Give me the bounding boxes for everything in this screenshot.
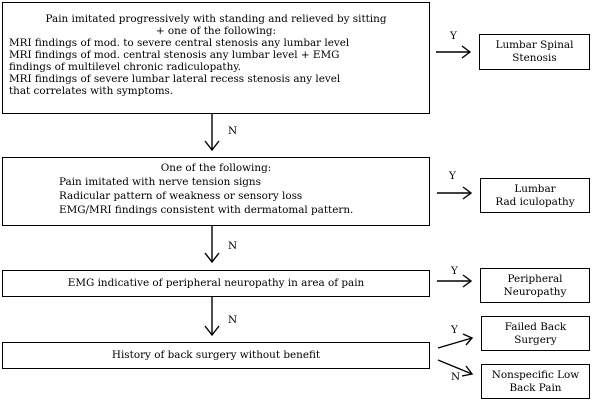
no-label-2: N xyxy=(228,240,238,252)
result2-line-2: Rad iculopathy xyxy=(495,195,575,208)
result5-line-2: Back Pain xyxy=(509,381,562,394)
step2-line-2: Pain imitated with nerve tension signs xyxy=(59,176,261,188)
arrow-no-4 xyxy=(437,359,473,375)
step3-line-1: EMG indicative of peripheral neuropathy … xyxy=(67,277,365,289)
result3-line-1: Peripheral xyxy=(507,272,563,285)
decision-box-4: History of back surgery without benefit xyxy=(2,342,430,369)
yes-label-2: Y xyxy=(449,170,456,182)
step1-line-6: MRI findings of severe lumbar lateral re… xyxy=(9,73,341,85)
result-box-lumbar-radiculopathy: Lumbar Rad iculopathy xyxy=(480,178,590,213)
result-box-peripheral-neuropathy: Peripheral Neuropathy xyxy=(480,268,590,303)
result4-line-1: Failed Back xyxy=(504,320,567,333)
yes-label-3: Y xyxy=(451,265,458,277)
step1-line-3: MRI findings of mod. to severe central s… xyxy=(9,37,350,49)
step2-line-1: One of the following: xyxy=(160,162,272,174)
yes-label-4: Y xyxy=(451,324,458,336)
step1-line-2: + one of the following: xyxy=(155,25,277,37)
no-label-4: N xyxy=(451,371,461,383)
no-label-1: N xyxy=(228,125,238,137)
step1-line-4: MRI findings of mod. central stenosis an… xyxy=(9,49,340,61)
result1-line-1: Lumbar Spinal xyxy=(495,39,574,51)
step1-line-1: Pain imitated progressively with standin… xyxy=(45,13,387,25)
yes-label-1: Y xyxy=(450,30,457,42)
no-label-3: N xyxy=(228,314,238,326)
step2-line-3: Radicular pattern of weakness or sensory… xyxy=(59,190,303,202)
result3-line-2: Neuropathy xyxy=(503,285,567,298)
result-box-failed-back-surgery: Failed Back Surgery xyxy=(481,316,590,351)
result-box-lumbar-spinal-stenosis: Lumbar Spinal Stenosis xyxy=(479,34,590,70)
step1-line-7: that correlates with symptoms. xyxy=(9,85,174,97)
decision-box-1: Pain imitated progressively with standin… xyxy=(2,2,430,114)
result4-line-2: Surgery xyxy=(514,333,557,346)
result5-line-1: Nonspecific Low xyxy=(491,368,580,381)
decision-box-2: One of the following: Pain imitated with… xyxy=(2,157,430,226)
result1-line-2: Stenosis xyxy=(512,52,557,64)
result-box-nonspecific-low-back-pain: Nonspecific Low Back Pain xyxy=(481,364,590,399)
result2-line-1: Lumbar xyxy=(514,182,556,195)
step2-line-4: EMG/MRI findings consistent with dermato… xyxy=(59,204,354,216)
decision-box-3: EMG indicative of peripheral neuropathy … xyxy=(2,270,430,297)
arrow-yes-4 xyxy=(437,337,473,349)
step4-line-1: History of back surgery without benefit xyxy=(111,349,321,361)
step1-line-5: findings of multilevel chronic radiculop… xyxy=(9,61,242,73)
